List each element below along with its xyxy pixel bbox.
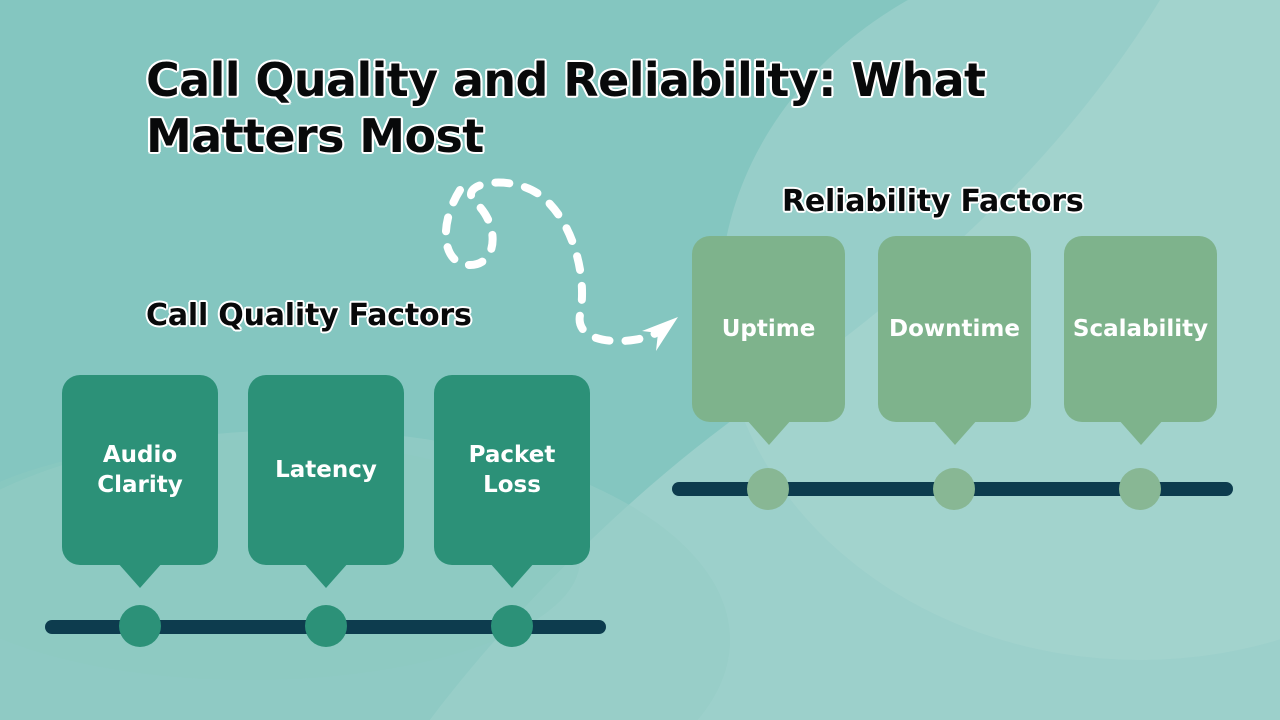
timeline-dot-uptime[interactable] [747,468,789,510]
timeline-dot-audio-clarity[interactable] [119,605,161,647]
card-packet-loss[interactable]: Packet Loss [434,375,590,588]
group-title-reliability: Reliability Factors [782,184,1084,219]
card-label: Scalability [1072,315,1209,342]
group-call-quality: Call Quality Factors Audio Clarity Laten… [45,298,606,647]
card-audio-clarity[interactable]: Audio Clarity [62,375,218,588]
card-label: Latency [275,456,377,483]
card-label: Uptime [721,315,816,342]
card-tail [489,562,535,588]
card-tail [1117,419,1164,445]
card-tail [931,419,978,445]
card-tail [117,562,163,588]
card-label: Audio Clarity [97,441,183,498]
card-scalability[interactable]: Scalability [1064,236,1217,445]
card-tail [303,562,349,588]
card-latency[interactable]: Latency [248,375,404,588]
page-title: Call Quality and Reliability: What Matte… [146,53,986,164]
card-downtime[interactable]: Downtime [878,236,1031,445]
timeline-dot-packet-loss[interactable] [491,605,533,647]
card-tail [745,419,792,445]
timeline-dot-downtime[interactable] [933,468,975,510]
card-label: Packet Loss [468,441,556,498]
card-uptime[interactable]: Uptime [692,236,845,445]
timeline-dot-latency[interactable] [305,605,347,647]
group-title-call-quality: Call Quality Factors [146,298,472,333]
timeline-dot-scalability[interactable] [1119,468,1161,510]
card-label: Downtime [889,315,1020,342]
